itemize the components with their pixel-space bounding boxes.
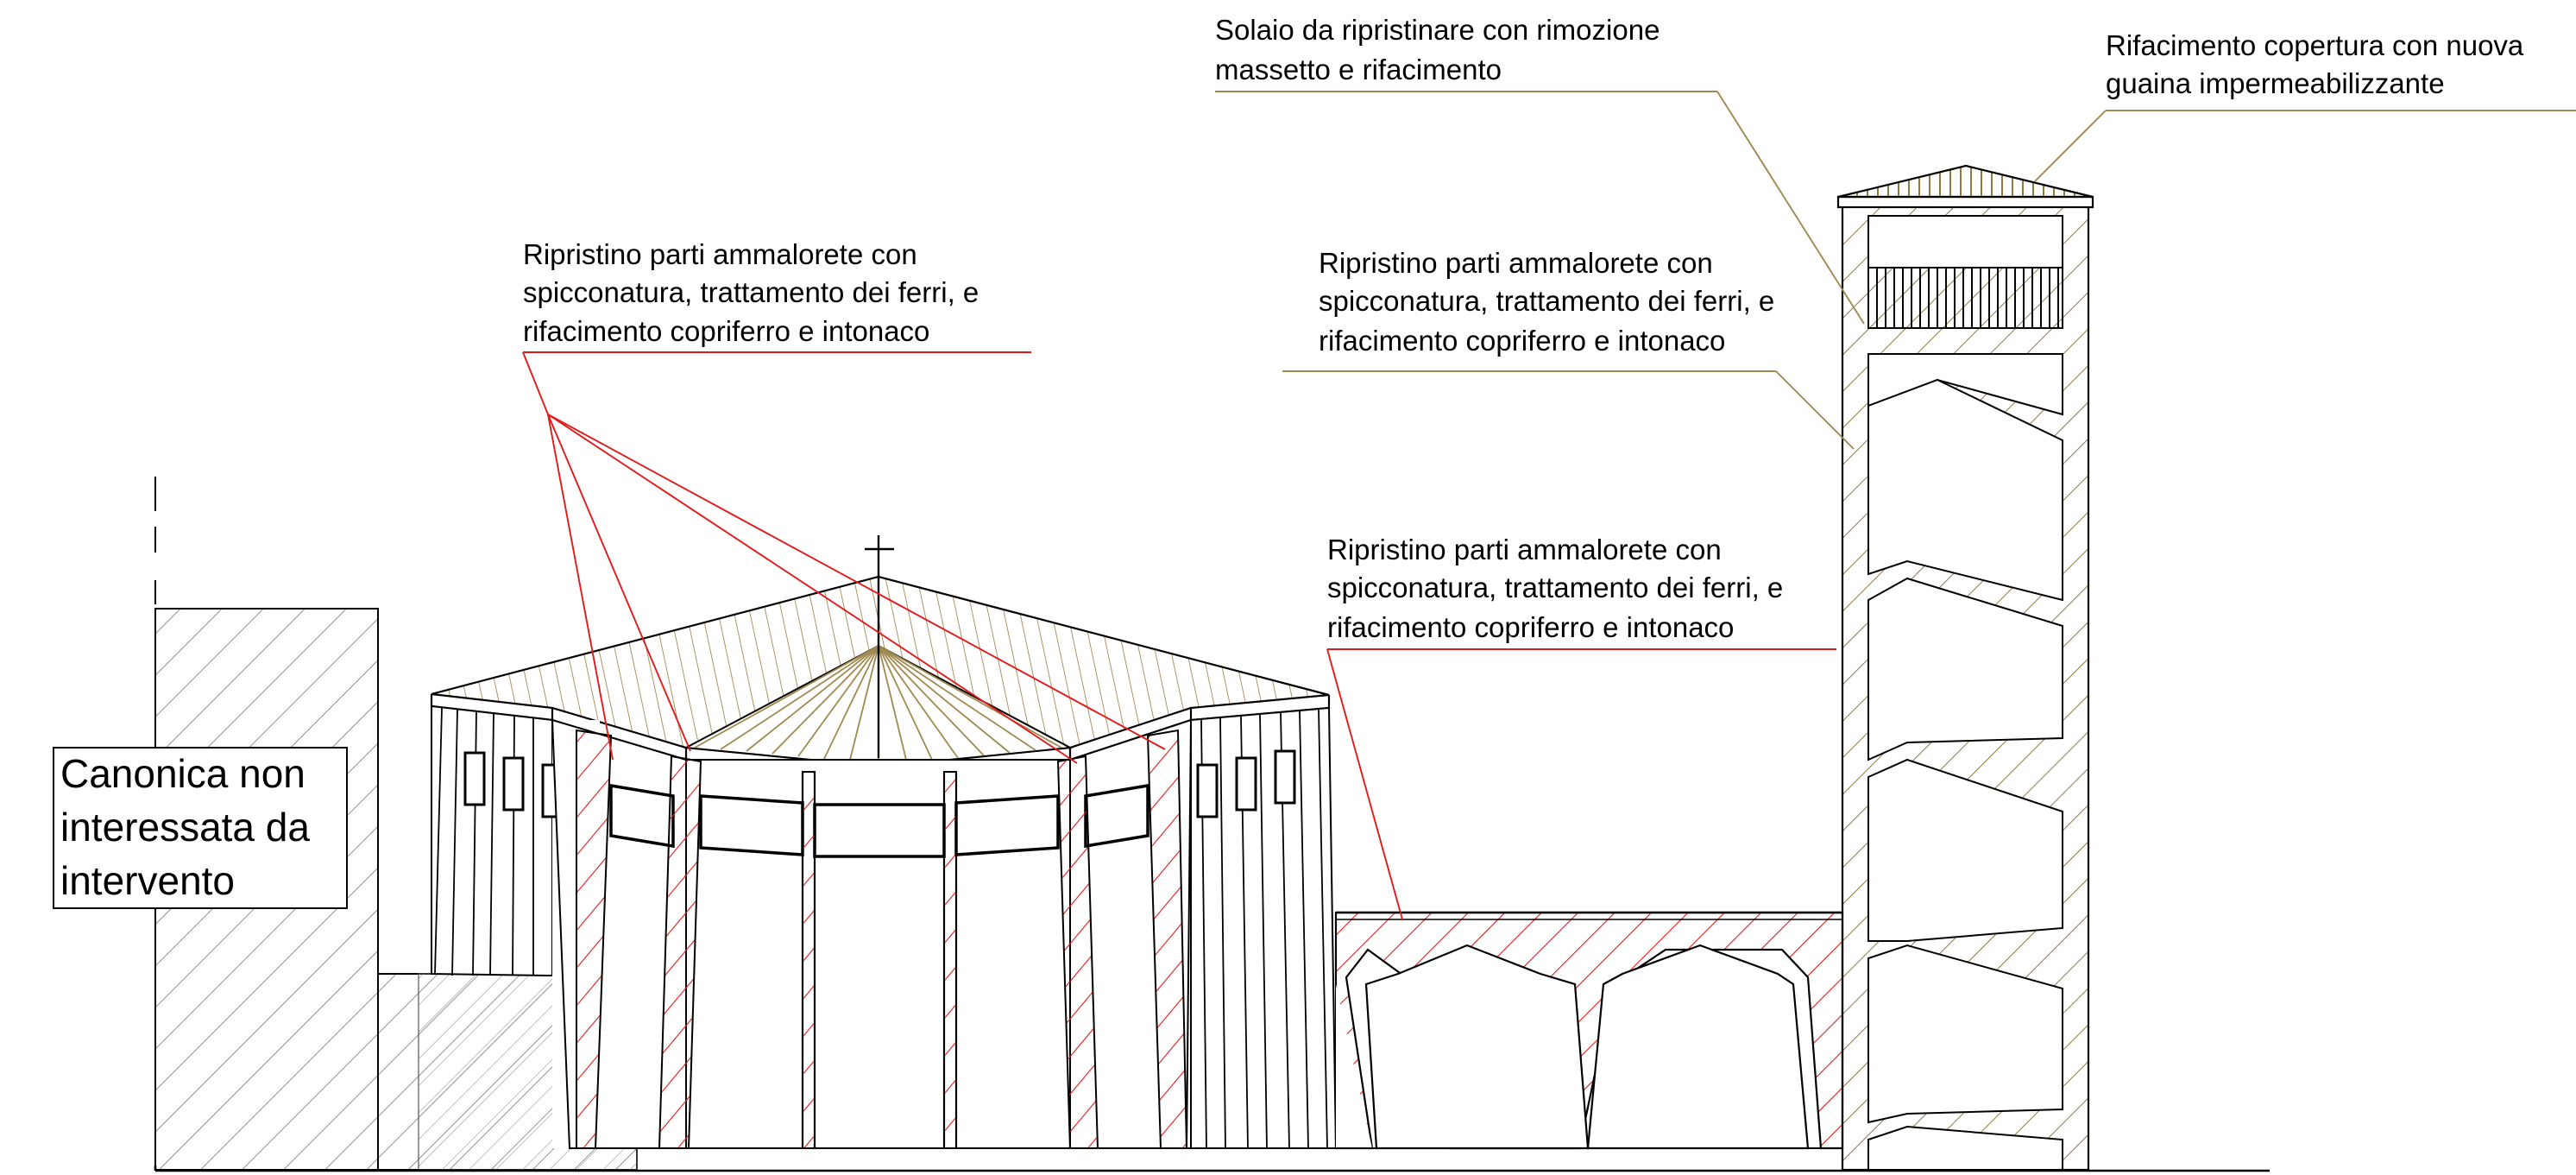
note-middle-line1: Ripristino parti ammalorete con <box>1327 534 1722 565</box>
ground-line <box>154 1147 2270 1172</box>
note-left-line1: Ripristino parti ammalorete con <box>523 238 917 270</box>
note-left-line3: rifacimento copriferro e intonaco <box>523 315 929 347</box>
note-roof: Rifacimento copertura con nuova guaina i… <box>2034 29 2576 182</box>
church-walls <box>431 704 1338 1149</box>
note-tower-line3: rifacimento copriferro e intonaco <box>1319 325 1725 357</box>
note-tower: Ripristino parti ammalorete con spiccona… <box>1282 247 1855 450</box>
canonica-label-line2: interessata da <box>60 805 310 850</box>
note-left-line2: spicconatura, trattamento dei ferri, e <box>523 276 979 308</box>
note-roof-line1: Rifacimento copertura con nuova <box>2106 29 2524 61</box>
note-tower-line1: Ripristino parti ammalorete con <box>1319 247 1713 279</box>
canonica-label-line1: Canonica non <box>60 751 305 796</box>
note-left: Ripristino parti ammalorete con spiccona… <box>522 238 1166 764</box>
canonica-label: Canonica non interessata da intervento <box>53 747 348 909</box>
note-slab: Solaio da ripristinare con rimozione mas… <box>1215 14 1865 325</box>
note-middle-line3: rifacimento copriferro e intonaco <box>1327 611 1734 643</box>
note-middle: Ripristino parti ammalorete con spiccona… <box>1326 534 1836 920</box>
note-tower-line2: spicconatura, trattamento dei ferri, e <box>1319 285 1774 317</box>
note-slab-line1: Solaio da ripristinare con rimozione <box>1215 14 1660 46</box>
portico <box>1334 911 1844 1150</box>
note-roof-line2: guaina impermeabilizzante <box>2106 67 2445 99</box>
canonica-label-line3: intervento <box>60 858 235 903</box>
bell-tower <box>1836 164 2094 1172</box>
note-middle-line2: spicconatura, trattamento dei ferri, e <box>1327 572 1783 603</box>
church-repair-pillars <box>576 729 1188 1149</box>
note-slab-line2: massetto e rifacimento <box>1215 54 1502 85</box>
